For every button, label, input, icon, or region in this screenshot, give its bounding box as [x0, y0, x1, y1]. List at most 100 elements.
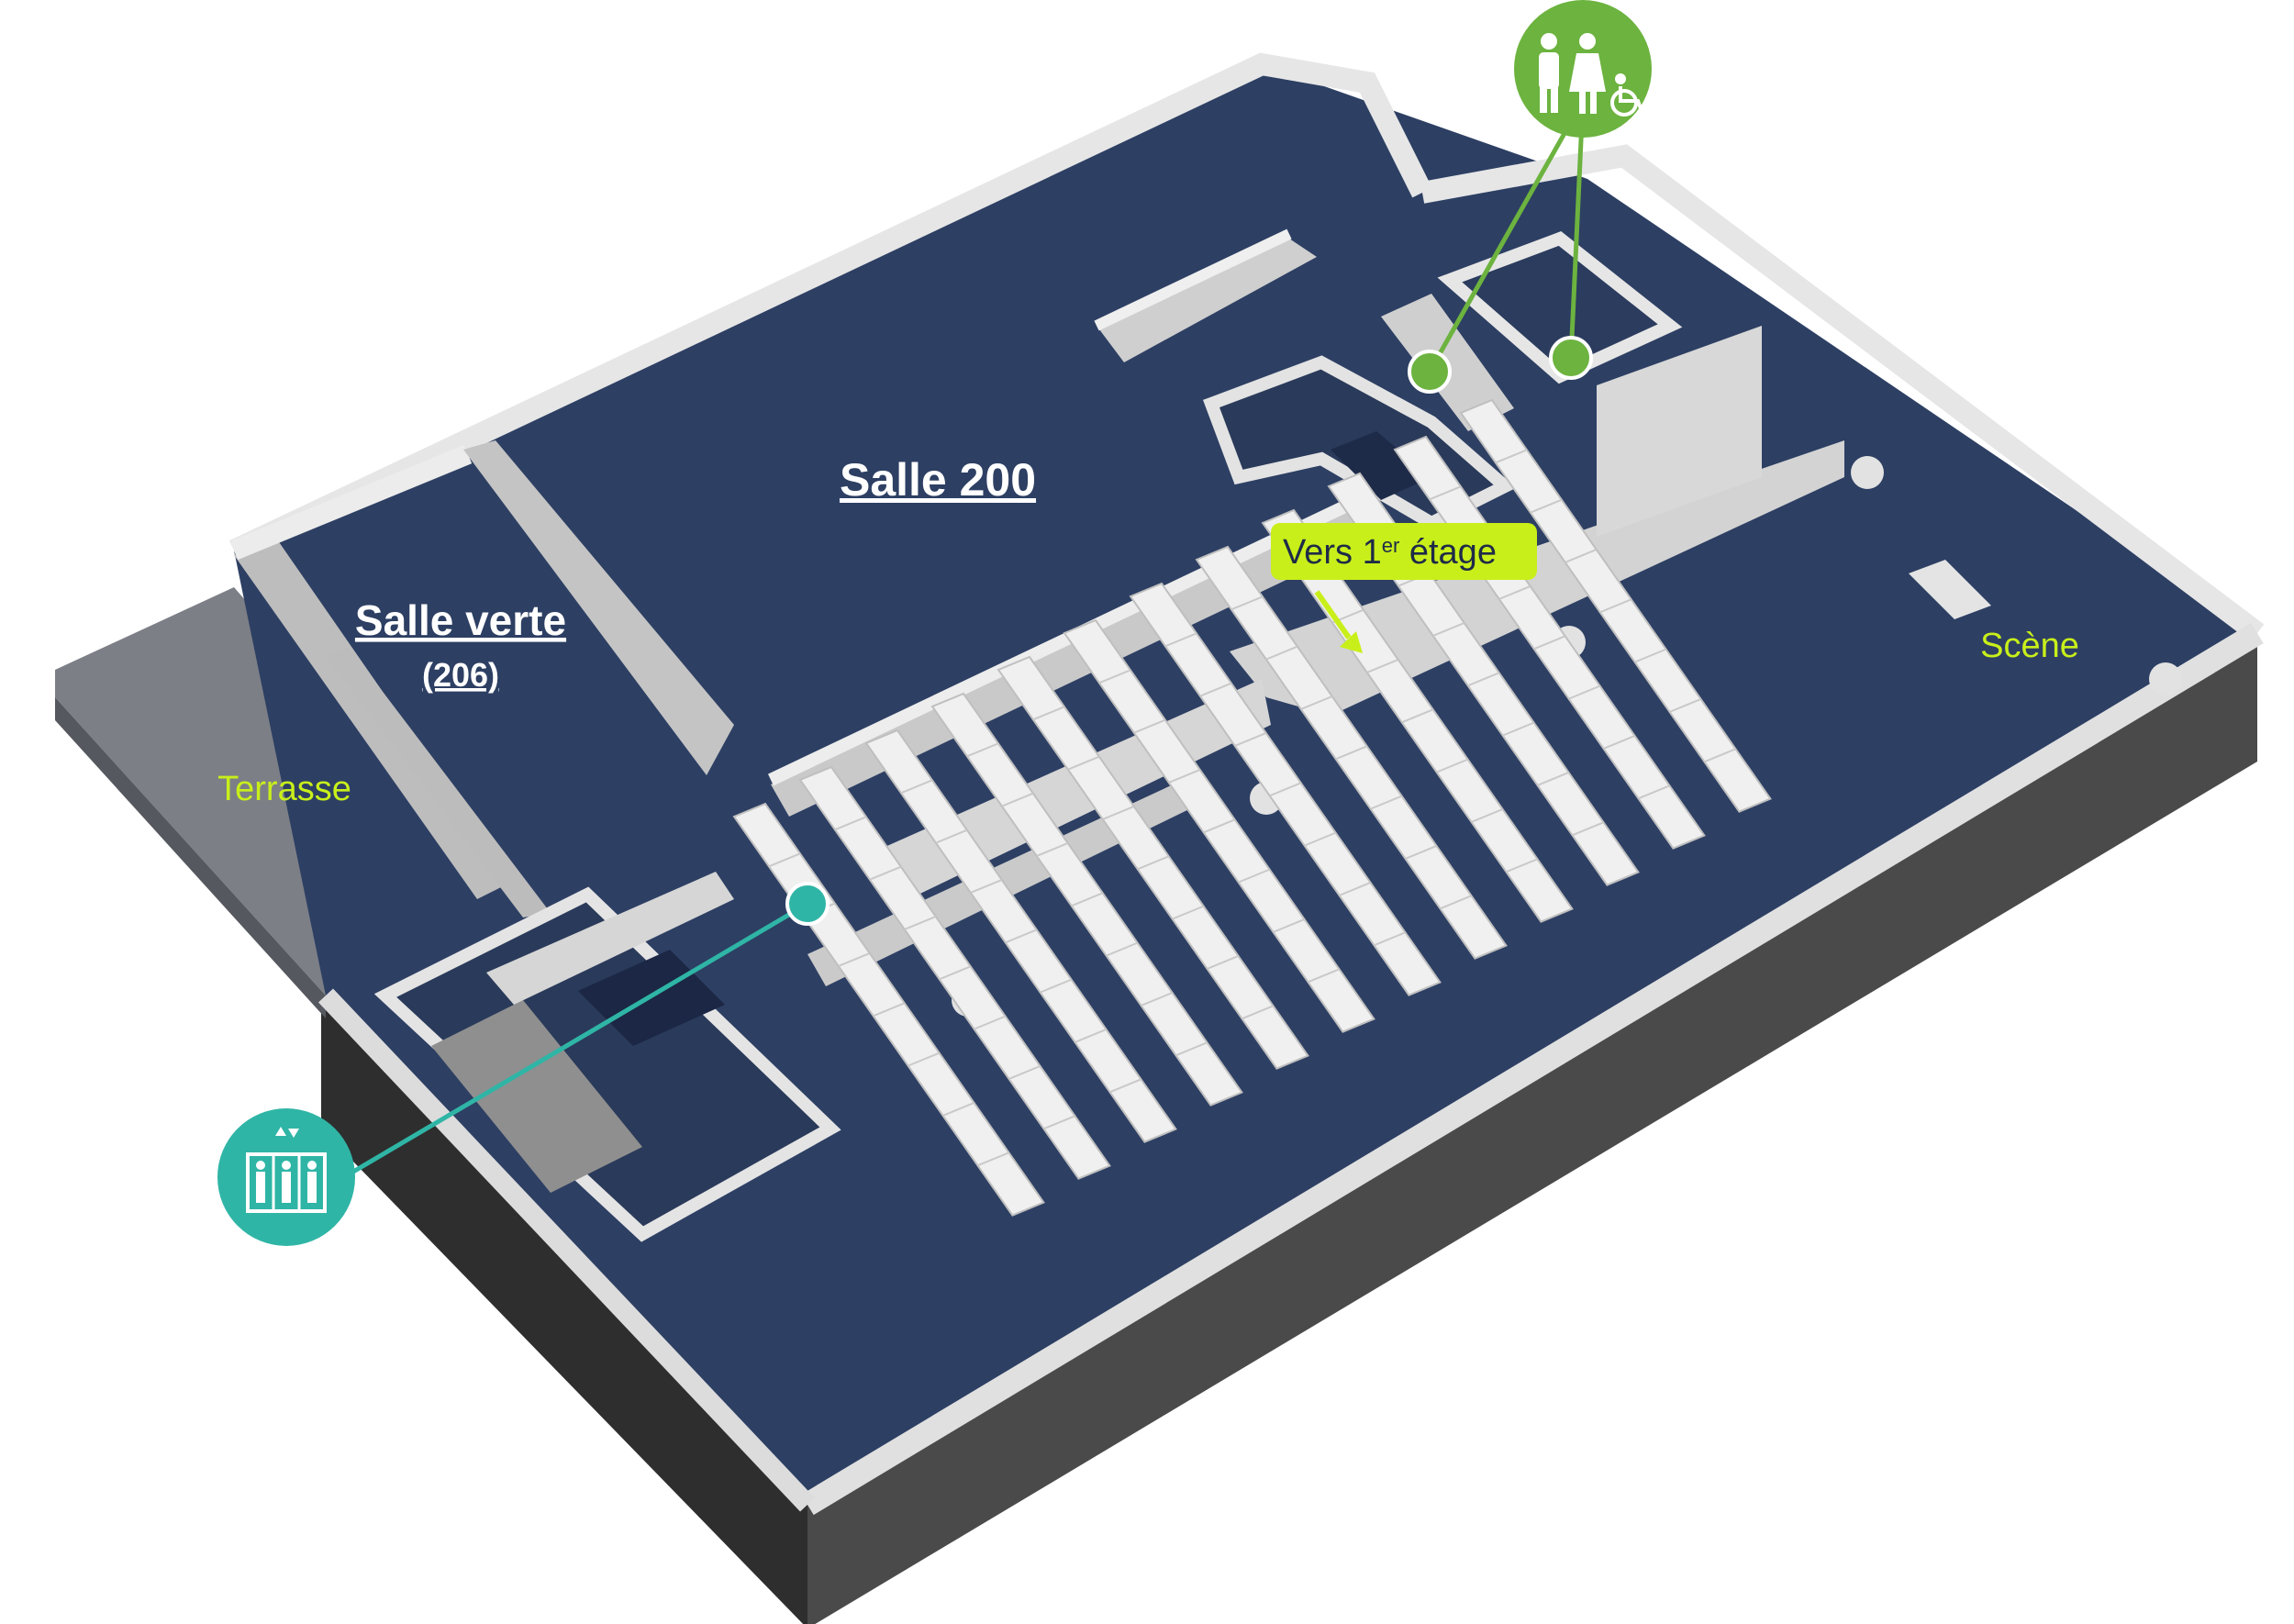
seat-divider — [1401, 708, 1434, 724]
seat-divider — [1495, 449, 1528, 464]
seat-divider — [1429, 485, 1462, 501]
seat-divider — [1432, 622, 1465, 637]
restroom-room — [1437, 231, 1683, 384]
seat-divider — [1032, 706, 1065, 721]
room-label-salle-verte: Salle verte — [355, 596, 566, 644]
wall-salle-200-interior-top — [1094, 228, 1292, 331]
wall-salle-200-south-top — [767, 498, 1353, 786]
elevator-pin[interactable] — [785, 882, 830, 926]
seat-divider — [869, 865, 902, 881]
seat-divider — [1098, 669, 1131, 684]
seat-divider — [1269, 782, 1302, 797]
seat-divider — [1374, 931, 1406, 947]
terrace-edge — [55, 670, 326, 1018]
seat-divider — [966, 742, 999, 758]
seat-divider — [1001, 792, 1034, 807]
seat-divider — [1137, 855, 1170, 871]
wall-salle-verte-east — [463, 440, 734, 775]
seat-divider — [1572, 821, 1604, 837]
seat-divider — [904, 916, 937, 930]
elevator-icon[interactable] — [217, 1108, 355, 1246]
seat-divider — [1234, 732, 1267, 747]
seat-divider — [974, 1015, 1007, 1030]
stairs-upper — [1331, 431, 1431, 500]
seat-divider — [1502, 721, 1535, 737]
seat-divider — [1405, 845, 1437, 860]
stairs-callout-arrow — [1314, 590, 1352, 640]
wall-salle-verte-top — [229, 444, 473, 561]
seat-divider — [1203, 818, 1236, 834]
seat-divider — [1102, 806, 1135, 820]
seat-divider — [1164, 632, 1197, 648]
seat-divider — [1370, 795, 1403, 810]
seat-divider — [1231, 595, 1264, 611]
seat-divider — [970, 879, 1003, 894]
seat-divider — [1242, 1005, 1274, 1020]
seat-divider — [873, 1002, 906, 1018]
outer-wall-west — [318, 988, 815, 1512]
stairs-callout-box — [1271, 523, 1537, 580]
seat-divider — [1704, 748, 1736, 763]
seat-divider — [1440, 895, 1472, 910]
seat-divider — [834, 816, 867, 831]
elevator-lobby-floor — [431, 1000, 642, 1193]
seat-divider — [1133, 718, 1166, 734]
seat-divider — [1067, 755, 1100, 771]
seat-divider — [838, 952, 871, 967]
elevator-pointer-line — [347, 901, 809, 1177]
seat-divider — [1603, 735, 1635, 750]
wall-salle-verte-inner — [326, 647, 551, 918]
area-label-scene: Scène — [1980, 627, 2079, 665]
seat-divider — [1339, 882, 1371, 896]
seat-divider — [1043, 1115, 1075, 1130]
seat-divider — [1599, 598, 1632, 614]
seat-divider — [1040, 978, 1073, 994]
seat-divider — [1141, 992, 1173, 1007]
stairs-callout-label: Vers 1er étage — [1283, 533, 1497, 572]
area-label-terrasse: Terrasse — [217, 770, 351, 808]
seat-divider — [900, 779, 933, 795]
seat-divider — [1366, 659, 1399, 673]
restroom-pointer-line — [1427, 99, 1586, 373]
restroom-pin[interactable] — [1549, 336, 1593, 380]
outer-wall-north — [228, 52, 1432, 561]
restroom-accessible-icon[interactable] — [1514, 0, 1652, 138]
seat-divider — [1471, 808, 1503, 823]
seat-divider — [1106, 941, 1139, 957]
seat-divider — [1533, 635, 1566, 651]
building-outer-side — [321, 1000, 807, 1624]
seat-divider — [908, 1051, 941, 1067]
seat-divider — [1265, 645, 1298, 661]
seat-divider — [1273, 918, 1305, 933]
outer-wall-east — [1420, 144, 2265, 642]
wall-stage-back — [1597, 326, 1762, 537]
seat-divider — [1172, 905, 1205, 920]
seat-divider — [1506, 858, 1538, 873]
restroom-pin[interactable] — [1408, 350, 1452, 394]
seat-divider — [1436, 758, 1469, 773]
seat-divider — [1308, 968, 1340, 984]
seat-divider — [1005, 929, 1038, 944]
outer-wall-south — [801, 622, 2264, 1516]
building-front-side — [807, 633, 2257, 1624]
seat-divider — [1008, 1065, 1041, 1080]
seat-divider — [1238, 868, 1271, 884]
seat-divider — [1498, 585, 1531, 600]
seat-divider — [1036, 842, 1069, 857]
seat-divider — [1335, 745, 1368, 761]
stairs-callout-arrowhead — [1340, 631, 1363, 653]
wall-core-inner — [486, 872, 734, 1005]
seat-divider — [768, 852, 801, 868]
seat-divider — [1568, 684, 1601, 700]
seat-divider — [977, 1151, 1009, 1167]
seat-divider — [1467, 672, 1500, 687]
seat-divider — [1304, 831, 1337, 847]
seat-divider — [1634, 648, 1667, 663]
seat-divider — [1207, 955, 1239, 970]
seat-divider — [1075, 1029, 1107, 1043]
seat-divider — [942, 1102, 974, 1117]
seat-divider — [1300, 695, 1333, 710]
restroom-pointer-line — [1568, 100, 1586, 359]
